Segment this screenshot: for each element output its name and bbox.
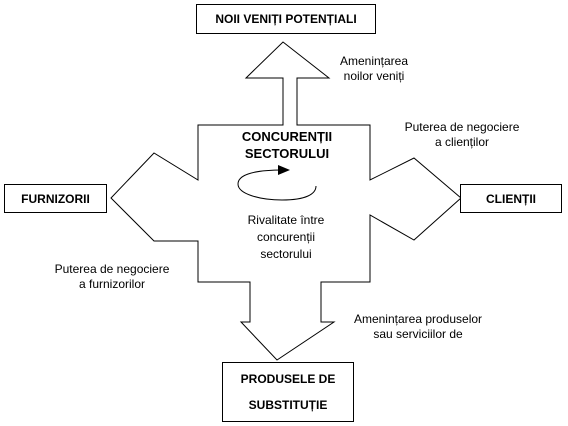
buyers-box: CLIENȚII xyxy=(460,184,562,213)
threat-substitutes-label: Amenințarea produselor sau serviciilor d… xyxy=(353,312,483,341)
industry-competitors-title: CONCURENȚII SECTORULUI xyxy=(241,129,333,161)
threat-new-entrants-label: Amenințarea noilor veniți xyxy=(339,54,409,83)
rotation-arrow-icon xyxy=(237,165,317,201)
new-entrants-box: NOII VENIȚI POTENȚIALI xyxy=(196,4,376,34)
substitutes-title-line2: SUBSTITUȚIE xyxy=(248,398,328,412)
rivalry-label: Rivalitate între concurenții sectorului xyxy=(247,213,325,261)
suppliers-title: FURNIZORII xyxy=(21,191,90,206)
buyer-power-label: Puterea de negociere a clienților xyxy=(404,120,520,149)
four-way-arrow-shape xyxy=(110,41,462,361)
substitutes-title-line1: PRODUSELE DE xyxy=(240,372,336,386)
substitutes-box: PRODUSELE DE SUBSTITUȚIE xyxy=(222,362,354,422)
suppliers-box: FURNIZORII xyxy=(4,184,107,213)
buyers-title: CLIENȚII xyxy=(486,191,536,206)
supplier-power-label: Puterea de negociere a furnizorilor xyxy=(54,262,170,291)
new-entrants-title: NOII VENIȚI POTENȚIALI xyxy=(215,12,357,26)
